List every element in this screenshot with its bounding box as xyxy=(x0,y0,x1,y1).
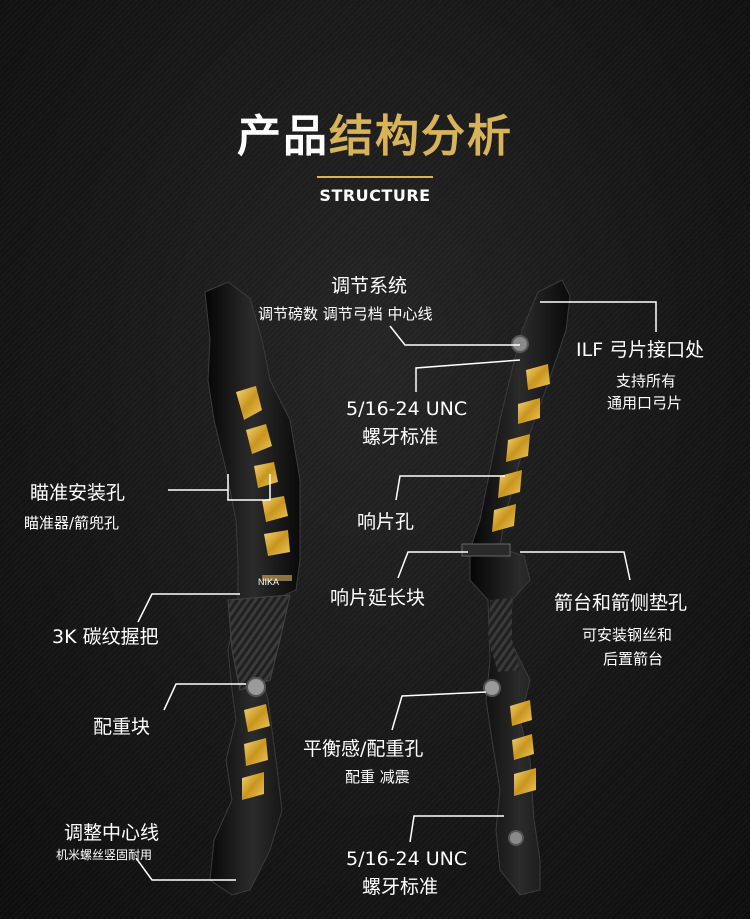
label-balance: 平衡感/配重孔 xyxy=(303,738,424,760)
label-arrow-rest: 箭台和箭侧垫孔 xyxy=(554,592,688,614)
label-thread-top-sub: 螺牙标准 xyxy=(362,426,439,448)
label-grip: 3K 碳纹握把 xyxy=(52,626,159,648)
page-subtitle: STRUCTURE xyxy=(319,186,431,205)
label-ilf-sub1: 支持所有 xyxy=(616,372,677,390)
right-riser xyxy=(461,279,571,896)
label-adjust-system: 调节系统 xyxy=(331,275,408,297)
callout-lines xyxy=(135,301,657,881)
label-clicker-ext: 响片延长块 xyxy=(330,587,426,609)
label-center-adj: 调整中心线 xyxy=(64,822,160,844)
label-arrow-rest-sub2: 后置箭台 xyxy=(603,650,664,668)
label-thread-bottom-sub: 螺牙标准 xyxy=(362,876,439,898)
label-ilf-sub2: 通用口弓片 xyxy=(607,394,683,412)
page-title: 产品结构分析 xyxy=(0,100,750,164)
label-thread-top: 5/16-24 UNC xyxy=(346,398,468,420)
title-gold-part: 结构分析 xyxy=(329,111,513,162)
left-riser xyxy=(204,281,301,896)
riser-logo-text: NIKA xyxy=(258,577,279,587)
label-ilf: ILF 弓片接口处 xyxy=(576,339,705,361)
label-adjust-system-sub: 调节磅数 调节弓档 中心线 xyxy=(258,305,433,323)
label-center-adj-sub: 机米螺丝竖固耐用 xyxy=(56,848,153,862)
label-weight: 配重块 xyxy=(93,716,151,738)
subtitle-divider xyxy=(317,176,433,178)
title-white-part: 产品 xyxy=(237,111,329,162)
label-sight-hole: 瞄准安装孔 xyxy=(30,482,126,504)
label-sight-hole-sub: 瞄准器/箭兜孔 xyxy=(24,514,120,532)
label-thread-bottom: 5/16-24 UNC xyxy=(346,848,468,870)
label-arrow-rest-sub1: 可安装钢丝和 xyxy=(582,626,673,644)
label-balance-sub: 配重 减震 xyxy=(345,768,410,786)
label-clicker-hole: 响片孔 xyxy=(357,511,415,533)
